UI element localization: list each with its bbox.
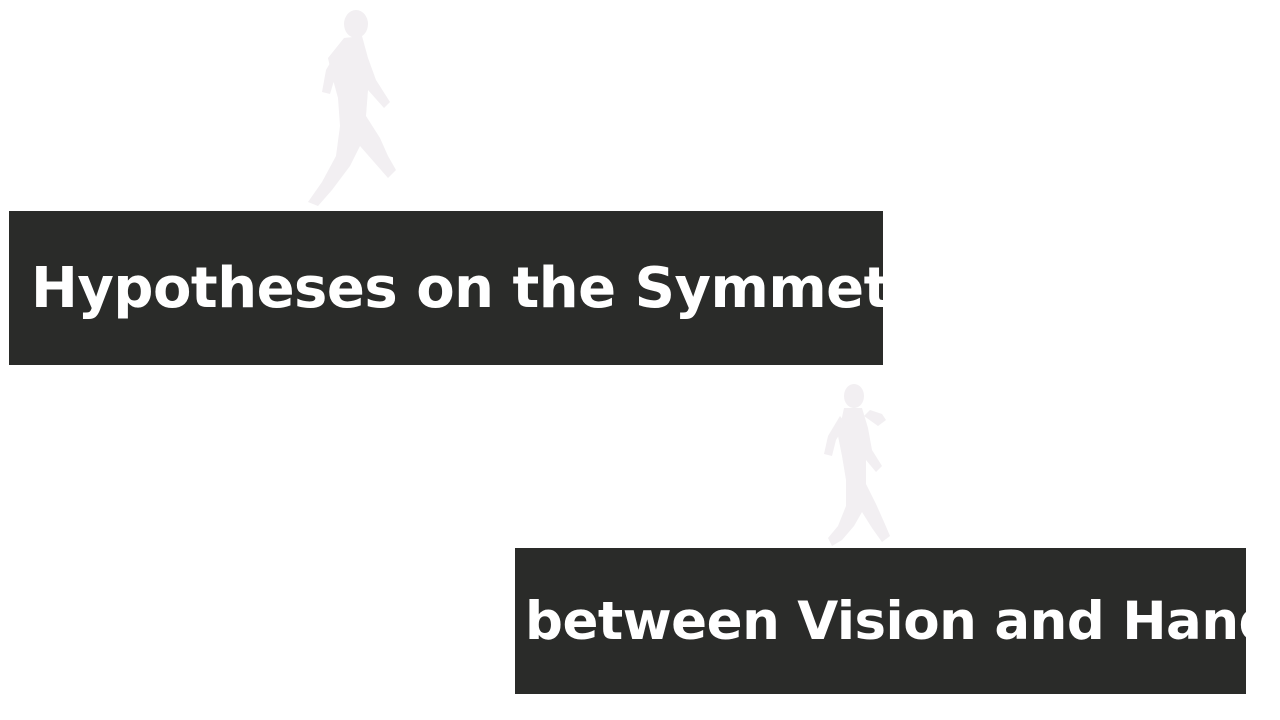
title-line-2: between Vision and Hands <box>515 548 1280 694</box>
title-line-1: Hypotheses on the Symmetry <box>9 211 954 365</box>
running-figure-icon <box>824 384 890 546</box>
running-figure-icon <box>308 10 396 206</box>
